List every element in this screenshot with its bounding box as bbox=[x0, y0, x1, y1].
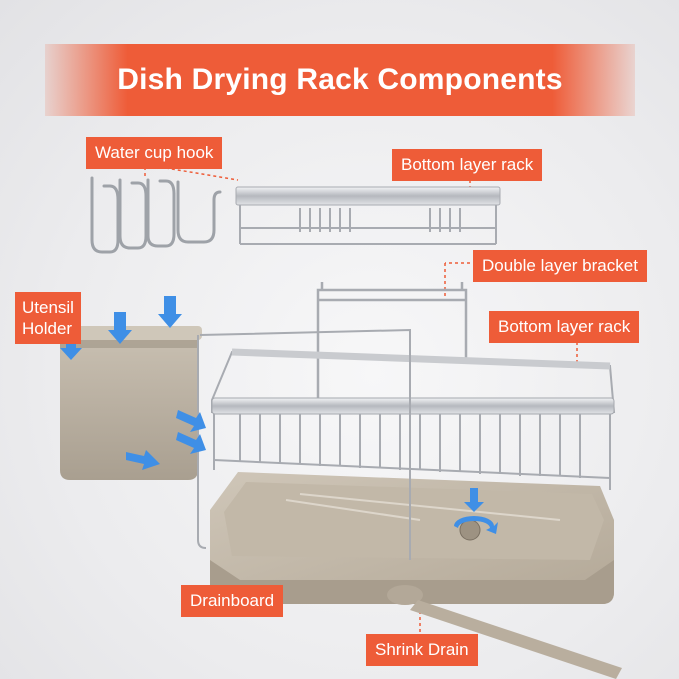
main-rack-illustration bbox=[197, 328, 616, 560]
double-layer-bracket-illustration bbox=[316, 282, 468, 400]
label-double-layer-bracket: Double layer bracket bbox=[473, 250, 647, 282]
drainboard-illustration bbox=[210, 472, 614, 604]
shrink-drain-illustration bbox=[387, 585, 622, 679]
label-shrink-drain: Shrink Drain bbox=[366, 634, 478, 666]
label-drainboard: Drainboard bbox=[181, 585, 284, 617]
flow-arrows bbox=[60, 296, 498, 534]
label-water-cup-hook: Water cup hook bbox=[86, 137, 223, 169]
banner-title: Dish Drying Rack Components bbox=[117, 63, 563, 96]
label-utensil-holder-line2: Holder bbox=[22, 319, 73, 338]
title-banner: Dish Drying Rack Components bbox=[45, 44, 635, 116]
label-bottom-layer-rack-top: Bottom layer rack bbox=[392, 149, 543, 181]
water-cup-hooks bbox=[90, 176, 222, 254]
label-utensil-holder-line1: Utensil bbox=[22, 298, 74, 317]
upper-rack-illustration bbox=[235, 186, 501, 245]
label-utensil-holder: Utensil Holder bbox=[15, 292, 81, 344]
label-bottom-layer-rack-main: Bottom layer rack bbox=[489, 311, 640, 343]
